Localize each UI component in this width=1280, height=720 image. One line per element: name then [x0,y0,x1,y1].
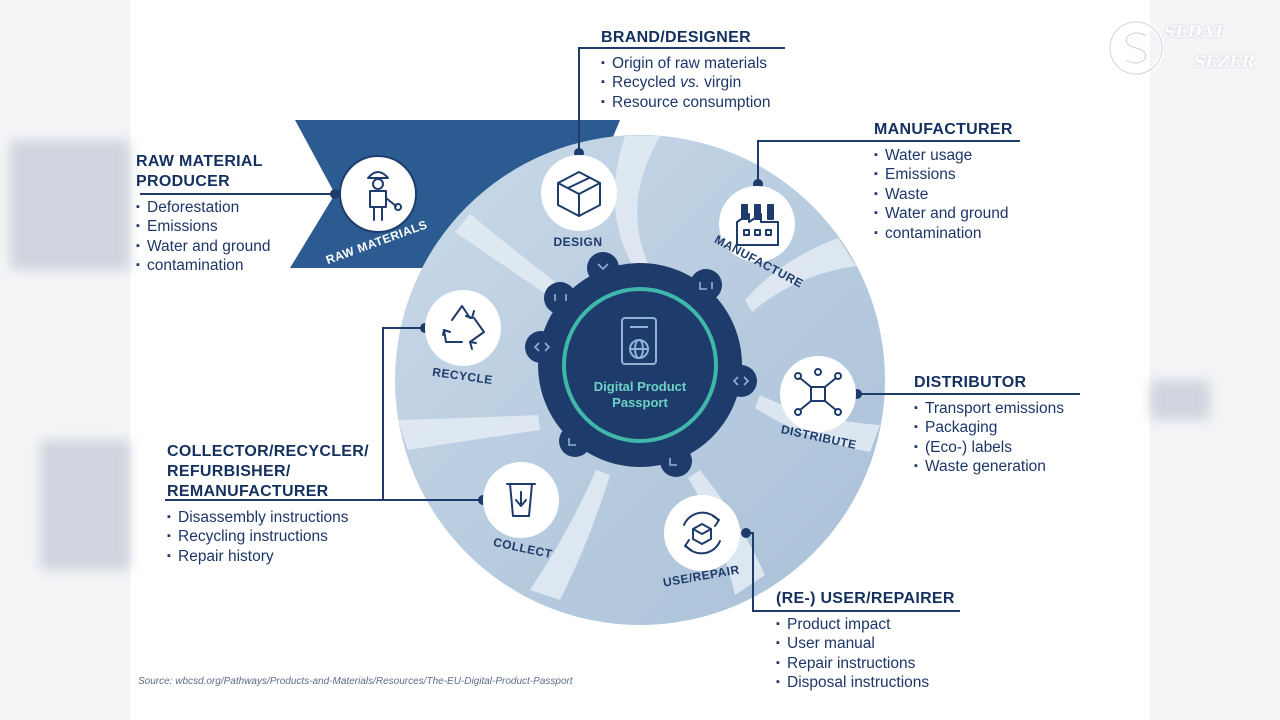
background-blur [40,440,130,570]
list-item: Transport emissions [914,399,1064,419]
list-item: Disassembly instructions [167,508,369,528]
watermark-line2: SEZER [1194,52,1255,71]
center-title-line1: Digital Product [594,379,687,394]
list-item: Recycled vs. virgin [601,73,771,93]
list-item: Water usage [874,146,1013,166]
watermark-s-icon [1108,20,1164,76]
watermark-logo: SEDAT SEZER [1106,18,1266,88]
list-item: User manual [776,634,955,654]
list-item: Waste generation [914,457,1064,477]
list-item: Repair history [167,547,369,567]
recycle-node [425,290,501,366]
factory-icon [736,204,779,246]
distribute-node [780,356,856,432]
list-item: Disposal instructions [776,673,955,693]
center-hub: Digital Product Passport [525,252,757,477]
distributor-title: DISTRIBUTOR [914,374,1027,391]
raw-material-producer-title-line2: PRODUCER [136,173,230,190]
hub-bumps [525,252,757,477]
worker-icon [367,171,402,221]
manufacturer-title: MANUFACTURER [874,121,1013,138]
raw-material-producer-block: RAW MATERIAL PRODUCER Deforestation Emis… [136,152,271,276]
list-item: Emissions [874,165,1013,185]
background-blur [10,140,130,270]
list-item: Water and ground [136,237,271,257]
manufacturer-block: MANUFACTURER Water usage Emissions Waste… [874,120,1013,243]
list-item: Product impact [776,615,955,635]
list-item: Emissions [136,217,271,237]
list-item: Deforestation [136,198,271,218]
collector-title-line2: REFURBISHER/ [167,463,291,480]
collector-title-line1: COLLECTOR/RECYCLER/ [167,443,369,460]
cube-icon [557,171,601,217]
re-user-repairer-block: (RE-) USER/REPAIRER Product impact User … [776,589,955,693]
design-label: DESIGN [553,235,602,249]
watermark-line1: SEDAT [1164,22,1226,41]
background-blur [1150,380,1210,420]
collector-recycler-block: COLLECTOR/RECYCLER/ REFURBISHER/ REMANUF… [167,442,369,567]
passport-icon [621,317,657,365]
distribution-network-icon [794,368,842,416]
list-item-continued: contamination [874,224,1013,244]
list-item: Packaging [914,418,1064,438]
center-title-line2: Passport [612,395,668,410]
raw-material-producer-title-line1: RAW MATERIAL [136,153,263,170]
brand-designer-block: BRAND/DESIGNER Origin of raw materials R… [601,28,771,113]
list-item: Resource consumption [601,93,771,113]
list-item: Recycling instructions [167,527,369,547]
brand-designer-title: BRAND/DESIGNER [601,29,751,46]
source-citation: Source: wbcsd.org/Pathways/Products-and-… [138,676,573,687]
recycling-bin-icon [506,483,536,517]
recycle-arrows-icon [442,305,485,350]
distributor-block: DISTRIBUTOR Transport emissions Packagin… [914,373,1064,477]
re-user-repairer-title: (RE-) USER/REPAIRER [776,590,955,607]
collector-title-line3: REMANUFACTURER [167,483,329,500]
list-item: Waste [874,185,1013,205]
repair-cycle-icon [683,511,721,555]
list-item-continued: contamination [136,256,271,276]
list-item: (Eco-) labels [914,438,1064,458]
scan-bracket-icons [533,263,750,466]
list-item: Origin of raw materials [601,54,771,74]
list-item: Repair instructions [776,654,955,674]
list-item: Water and ground [874,204,1013,224]
raw-materials-node [339,155,417,233]
